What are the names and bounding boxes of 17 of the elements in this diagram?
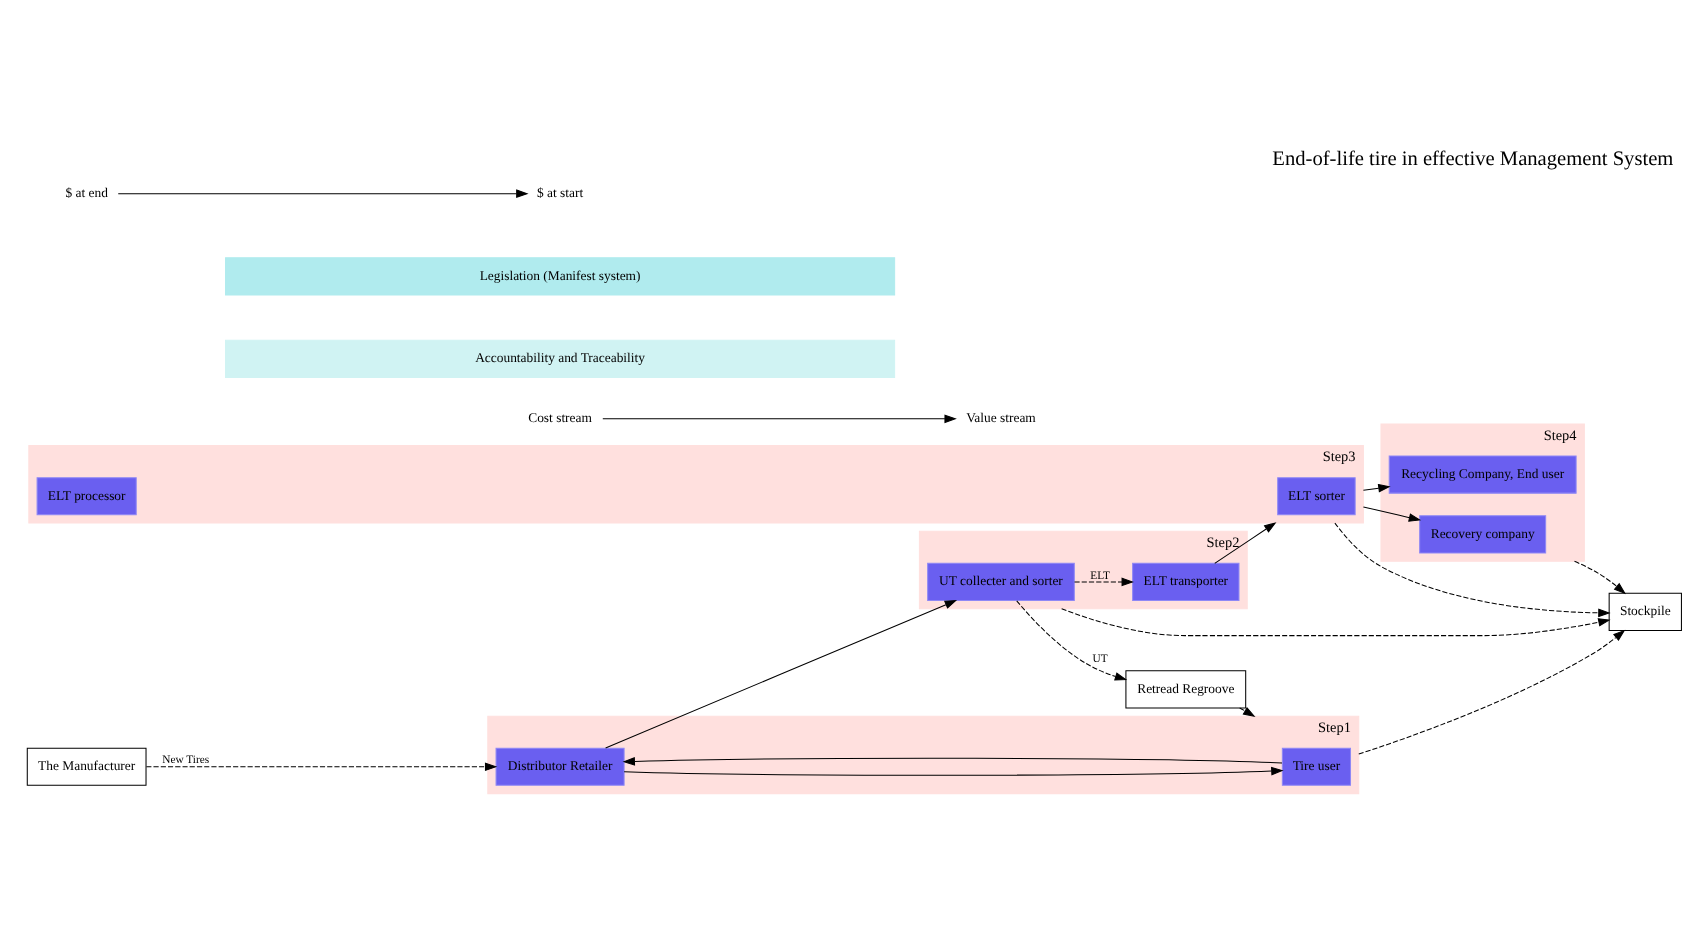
arrow: [1074, 577, 1134, 587]
arrow: [145, 762, 498, 772]
arrow: [1334, 522, 1611, 618]
arrow: [1574, 560, 1626, 595]
arrow: [1016, 600, 1128, 681]
arrow: [117, 189, 529, 199]
arrow: [1214, 522, 1277, 564]
arrow: [1362, 506, 1422, 522]
arrow: [1061, 608, 1611, 637]
arrow: [602, 414, 957, 424]
arrow: [1362, 483, 1391, 493]
diagram-title: End-of-life tire in effective Management System: [1272, 148, 1674, 171]
arrow: [1358, 629, 1626, 755]
arrow: [1239, 706, 1256, 717]
arrow: [623, 766, 1284, 776]
arrow: [622, 757, 1283, 766]
arrow: [605, 599, 958, 749]
